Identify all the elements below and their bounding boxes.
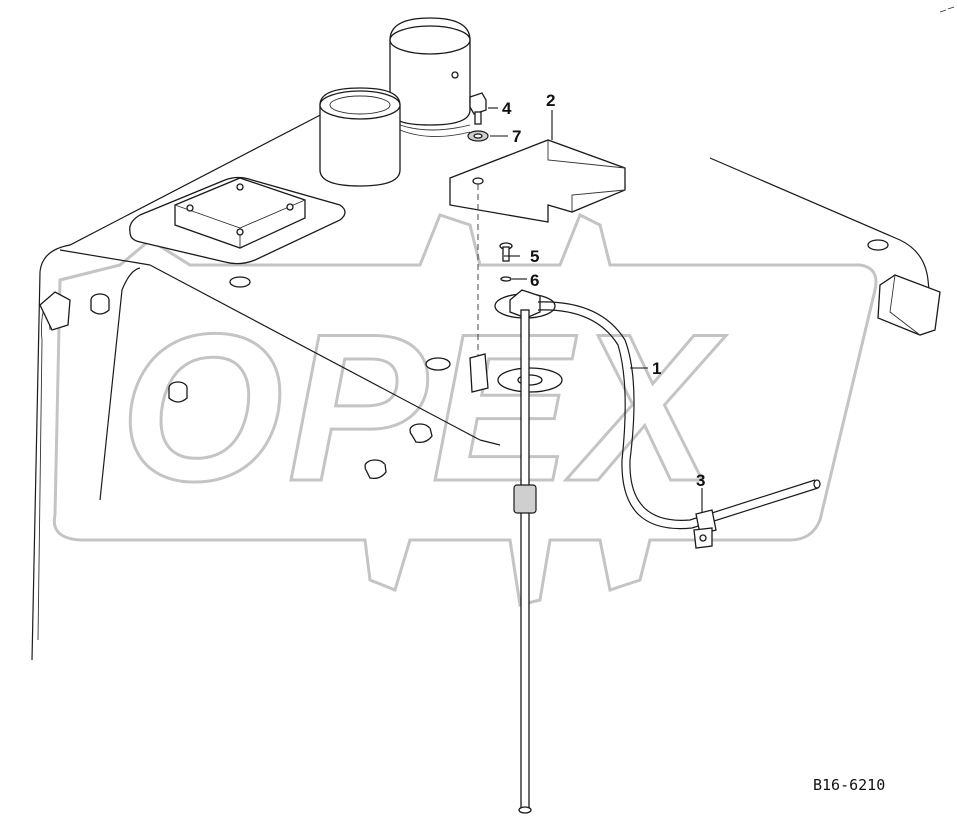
callout-item-3: 3 — [696, 471, 705, 490]
corner-mark — [939, 6, 955, 13]
washer-item-7 — [467, 130, 489, 142]
tank-bosses — [90, 239, 889, 480]
callout-item-7: 7 — [512, 127, 521, 146]
drawing-number: B16-6210 — [813, 776, 885, 794]
access-cover — [129, 176, 346, 265]
fuel-sender-item-1 — [494, 289, 821, 814]
watermark-text: OPEX — [120, 290, 726, 525]
clip-item-3 — [693, 509, 717, 549]
leader-lines — [488, 107, 703, 512]
opex-watermark-logo: OPEX — [52, 212, 878, 607]
callout-item-2: 2 — [546, 91, 555, 110]
bolt-item-4 — [469, 92, 487, 125]
lockwasher-item-6 — [500, 276, 512, 282]
bracket-item-2 — [449, 139, 626, 356]
screw-item-5 — [499, 242, 513, 262]
callout-item-5: 5 — [530, 247, 539, 266]
callout-item-6: 6 — [530, 271, 539, 290]
callout-item-4: 4 — [502, 99, 512, 118]
filler-necks — [319, 17, 471, 187]
fuel-tank — [31, 106, 941, 661]
callout-item-1: 1 — [652, 359, 661, 378]
